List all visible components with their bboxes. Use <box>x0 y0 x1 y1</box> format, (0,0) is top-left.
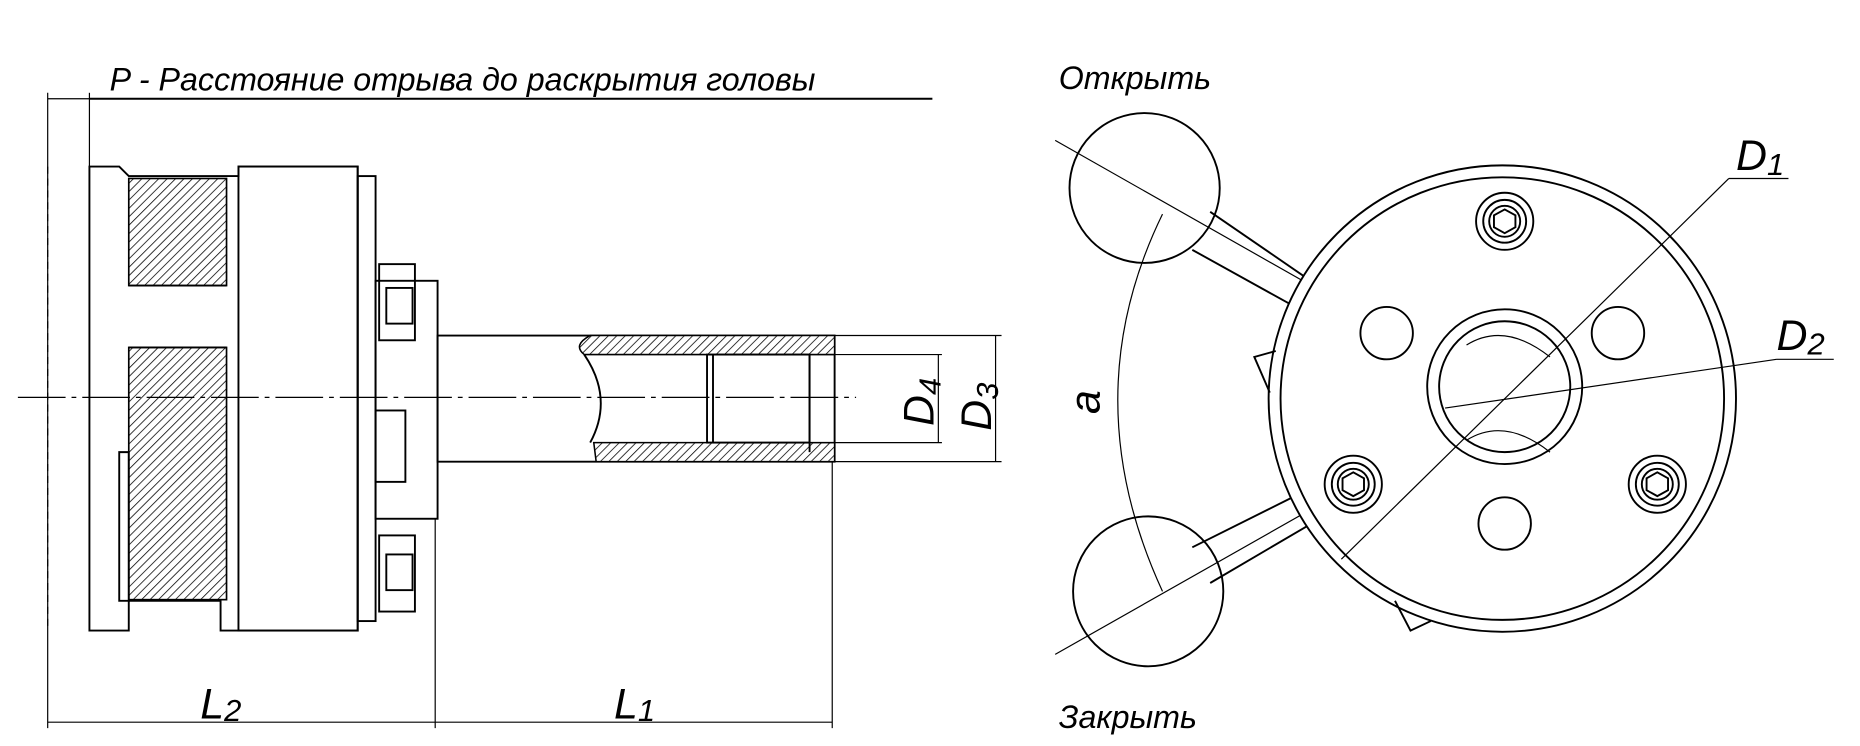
head-flange <box>237 165 359 632</box>
flange-inner-ring <box>1279 176 1726 621</box>
hatched-section-bottom <box>127 346 228 601</box>
flange-outer <box>1267 164 1737 633</box>
angle-arc <box>1117 213 1164 592</box>
l1-label: L1 <box>614 681 655 729</box>
bolt-bottom <box>378 534 416 613</box>
center-bore-inner <box>1438 320 1572 454</box>
hole <box>1359 306 1414 361</box>
d4-main: D <box>896 395 944 426</box>
close-axis <box>1054 505 1318 655</box>
side-lug <box>1394 600 1432 632</box>
d4-label: D4 <box>896 378 948 426</box>
handle-open <box>1068 112 1319 311</box>
socket-screw <box>1627 454 1687 514</box>
side-lug <box>1252 350 1277 394</box>
angle-label: a <box>1061 390 1109 414</box>
close-label: Закрыть <box>1059 699 1197 735</box>
socket-screw <box>1475 191 1535 251</box>
head-plate <box>356 175 377 623</box>
socket-screw <box>1323 454 1383 514</box>
l2-main: L <box>200 681 224 729</box>
front-view: Открыть Закрыть a <box>1054 60 1834 735</box>
d2-label: D2 <box>1777 312 1825 362</box>
l1-main: L <box>614 681 638 729</box>
handle-close <box>1072 492 1313 668</box>
l2-label: L2 <box>200 681 241 729</box>
thread-bore <box>706 353 811 444</box>
d1-leader <box>1340 178 1730 560</box>
l1-sub: 1 <box>638 693 655 728</box>
d3-main: D <box>953 400 1001 431</box>
d4-sub: 4 <box>913 378 948 395</box>
d3-label: D3 <box>953 383 1005 431</box>
adapter-step <box>374 409 407 483</box>
break-line <box>583 354 602 444</box>
hole <box>1477 496 1532 551</box>
open-label: Открыть <box>1059 60 1211 96</box>
l2-sub: 2 <box>223 693 241 728</box>
d2-leader <box>1444 358 1777 409</box>
shaft-hatch-top <box>578 334 836 356</box>
wedge <box>118 451 130 602</box>
hatched-section-top <box>127 177 228 287</box>
bolt-top <box>378 263 416 342</box>
d2-sub: 2 <box>1807 327 1825 362</box>
d1-main: D <box>1736 132 1767 180</box>
hole <box>1590 306 1646 361</box>
title-label: P - Расстояние отрыва до раскрытия голов… <box>110 61 816 97</box>
d3-sub: 3 <box>970 383 1005 400</box>
side-view: P - Расстояние отрыва до раскрытия голов… <box>17 61 1005 729</box>
d1-sub: 1 <box>1767 147 1784 182</box>
jaw-lines <box>1466 334 1551 453</box>
shaft-hatch-bottom <box>592 441 836 463</box>
d1-label: D1 <box>1736 132 1784 182</box>
d2-main: D <box>1777 312 1808 360</box>
center-bore-outer <box>1426 308 1584 465</box>
open-axis <box>1054 139 1318 290</box>
